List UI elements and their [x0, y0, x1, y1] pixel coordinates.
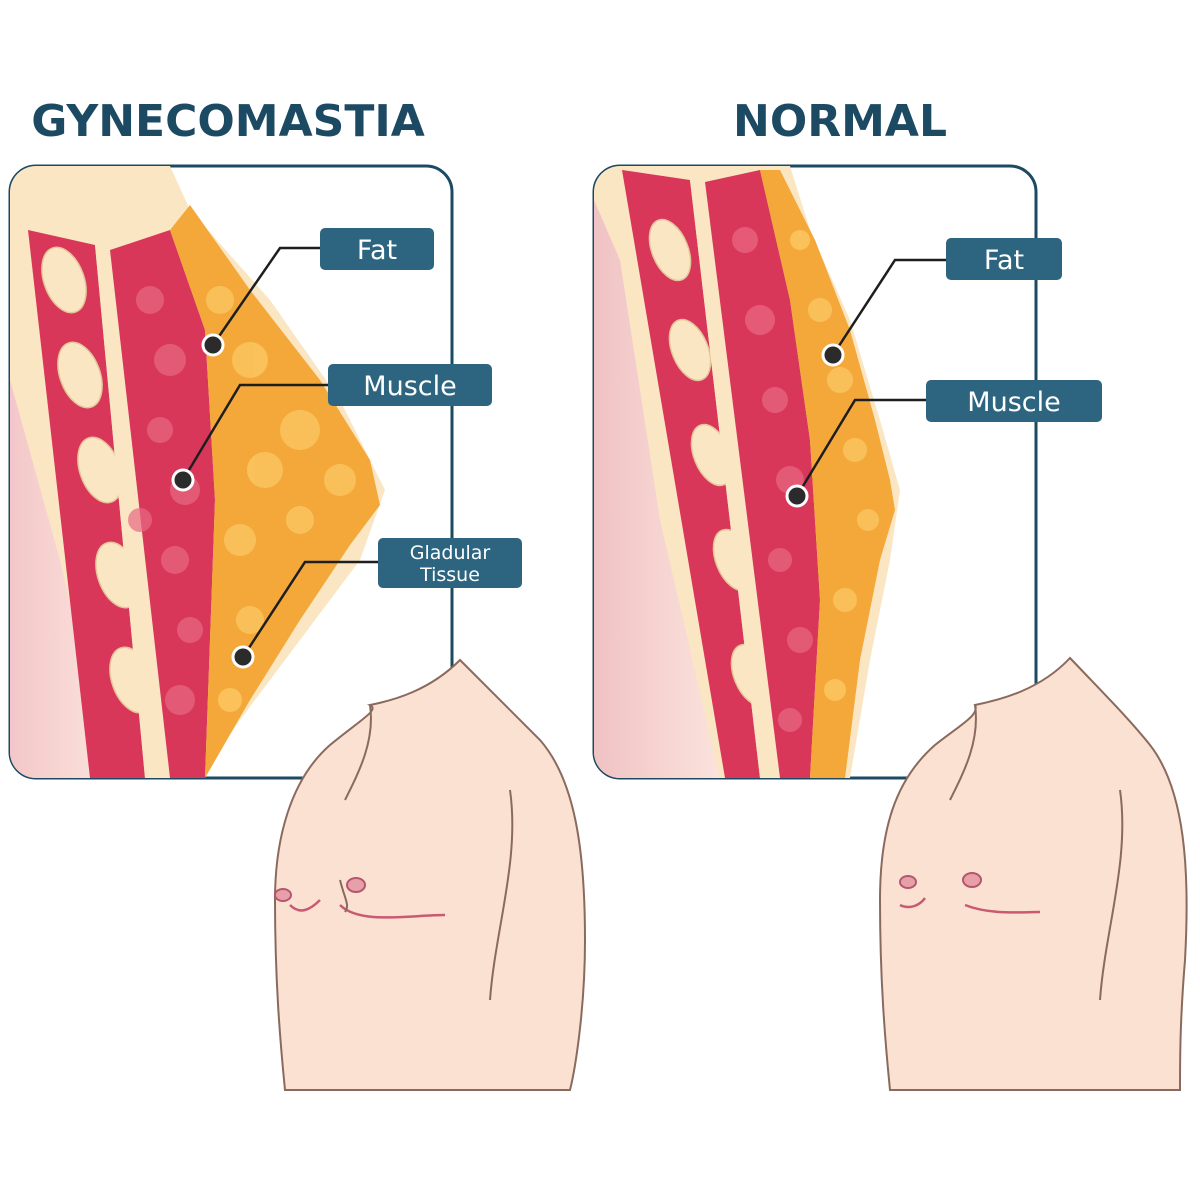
muscle-label: Muscle: [328, 364, 492, 406]
fat-label: Fat: [320, 228, 434, 270]
normal-muscle-layer: [705, 170, 820, 778]
gynecomastia-torso-illustration: [273, 658, 587, 1091]
normal-cross-section: Fat Muscle: [592, 164, 1102, 780]
svg-text:Fat: Fat: [357, 235, 397, 266]
svg-text:Fat: Fat: [984, 245, 1024, 276]
normal-torso-illustration: [878, 656, 1188, 1091]
normal-muscle-label: Muscle: [926, 380, 1102, 422]
gynecomastia-title: GYNECOMASTIA: [31, 96, 425, 147]
svg-text:Muscle: Muscle: [363, 371, 456, 402]
gynecomastia-cross-section: Fat Muscle Gladular Tissue: [8, 164, 522, 780]
svg-text:Muscle: Muscle: [967, 387, 1060, 418]
normal-title: NORMAL: [733, 96, 947, 147]
svg-text:Tissue: Tissue: [419, 564, 480, 586]
svg-text:Gladular: Gladular: [410, 542, 491, 564]
normal-fat-layer: [760, 170, 895, 778]
normal-fat-label: Fat: [946, 238, 1062, 280]
glandular-tissue-label: Gladular Tissue: [378, 538, 522, 588]
